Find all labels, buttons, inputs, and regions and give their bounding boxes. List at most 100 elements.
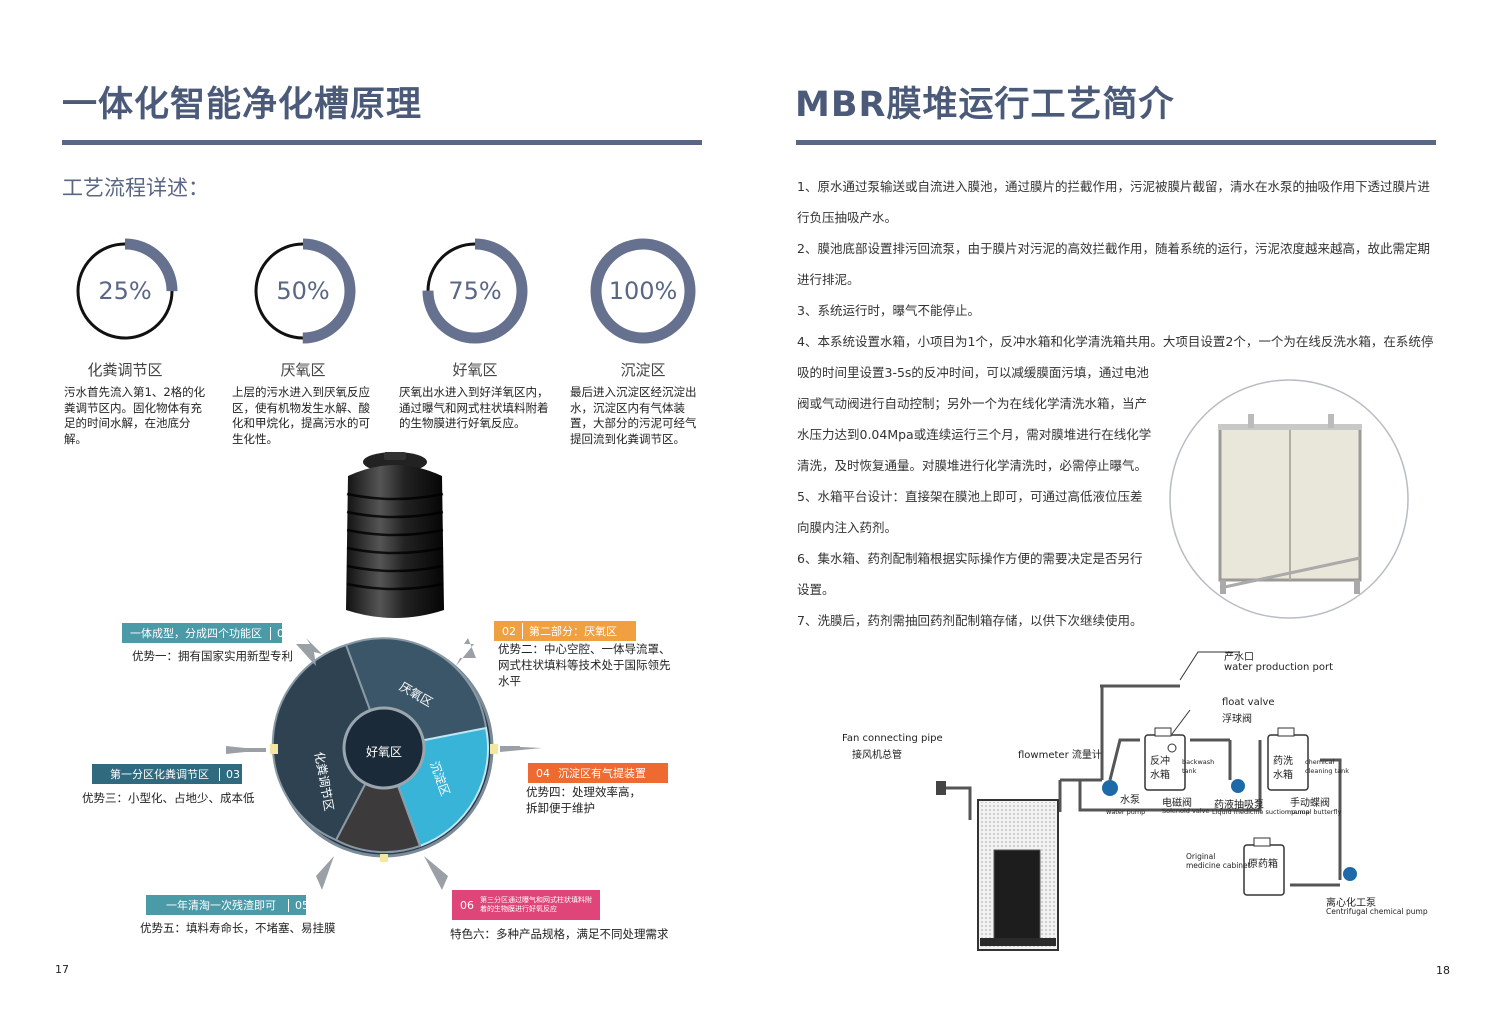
stage-1: 25% xyxy=(70,236,180,350)
feature-desc: 优势五：填料寿命长，不堵塞、易挂膜 xyxy=(140,921,336,935)
feature-tag-text: 第二部分：厌氧区 xyxy=(522,623,617,639)
label-suction-pump-cn: 药液抽吸泵 xyxy=(1214,800,1264,811)
left-page-title: 一体化智能净化槽原理 xyxy=(62,85,423,125)
paragraph-line: 行负压抽吸产水。 xyxy=(797,210,898,225)
feature-desc: 优势一：拥有国家实用新型专利 xyxy=(132,649,293,663)
label-chem-en2: cleaning tank xyxy=(1305,767,1350,775)
feature-tag-06: 06 第三分区通过曝气和网式柱状填料附着的生物膜进行好氧反应 xyxy=(452,890,600,920)
feature-tag-03: 第一分区化粪调节区 03 xyxy=(92,764,242,784)
zone-center-label: 好氧区 xyxy=(366,745,402,759)
ring-progress-arc xyxy=(72,238,178,344)
label-backwash-en2: tank xyxy=(1182,767,1197,775)
arrow-left xyxy=(236,748,266,752)
stage-label: 厌氧区 xyxy=(280,361,326,379)
paragraph-line: 3、系统运行时，曝气不能停止。 xyxy=(797,303,980,318)
medicine-cabinet xyxy=(1243,844,1285,896)
paragraph-line: 吸的时间里设置3-5s的反冲时间，可以减缓膜面污填，通过电池 xyxy=(797,365,1149,380)
mbr-process-diagram xyxy=(936,651,1357,951)
paragraph-line: 进行排泥。 xyxy=(797,272,860,287)
mbr-cabinet-photo xyxy=(1169,379,1409,619)
stage-4: 100% xyxy=(588,236,698,350)
right-page-title: MBR膜堆运行工艺简介 xyxy=(795,85,1175,125)
mbr-description: 1、原水通过泵输送或自流进入膜池，通过膜片的拦截作用，污泥被膜片截留，清水在水泵… xyxy=(797,171,1433,636)
label-fan-pipe-cn: 接风机总管 xyxy=(852,750,902,761)
feature-tag-04: 04 沉淀区有气提装置 xyxy=(528,763,668,783)
label-backwash-en1: backwash xyxy=(1182,758,1215,766)
label-centrifugal-en: Centrifugal chemical pump xyxy=(1326,907,1428,916)
label-float-valve-en: float valve xyxy=(1222,697,1275,708)
right-title-rule xyxy=(796,140,1436,145)
label-centrifugal-cn: 离心化工泵 xyxy=(1326,898,1376,909)
tank-zone-diagram: 好氧区 厌氧区 沉淀区 化粪调节区 xyxy=(226,637,542,890)
paragraph-line: 6、集水箱、药剂配制箱根据实际操作方便的需要决定是否另行 xyxy=(797,551,1143,566)
ring-progress-arc xyxy=(590,238,696,344)
paragraph-line: 设置。 xyxy=(797,582,835,597)
feature-tag-text: 第一分区化粪调节区 xyxy=(110,768,209,781)
page-number-right: 18 xyxy=(1436,964,1450,977)
label-water-pump-cn: 水泵 xyxy=(1120,795,1140,806)
stage-description: 最后进入沉淀区经沉淀出水，沉淀区内有气体装置，大部分的污泥可经气提回流到化粪调节… xyxy=(570,385,697,446)
label-backwash-cn2: 水箱 xyxy=(1150,770,1170,781)
progress-ring-25: 25% xyxy=(72,238,178,344)
feature-tag-02: 02 第二部分：厌氧区 xyxy=(494,621,636,641)
paragraph-line: 4、本系统设置水箱，小项目为1个，反冲水箱和化学清洗箱共用。大项目设置2个，一个… xyxy=(797,334,1434,349)
feature-tag-text: 一体成型，分成四个功能区 xyxy=(130,627,262,640)
ring-progress-arc xyxy=(422,238,528,344)
paragraph-line: 7、洗膜后，药剂需抽回药剂配制箱存储，以供下次继续使用。 xyxy=(797,613,1143,628)
tank-product-image xyxy=(346,452,444,618)
progress-ring-50: 50% xyxy=(250,238,356,344)
label-fan-pipe-en: Fan connecting pipe xyxy=(842,733,943,744)
feature-number: 02 xyxy=(502,624,516,638)
ring-percent-text: 100% xyxy=(609,277,678,305)
label-butterfly-cn: 手动蝶阀 xyxy=(1290,798,1330,809)
label-flowmeter: flowmeter 流量计 xyxy=(1018,746,1102,761)
label-chem-cn2: 水箱 xyxy=(1273,770,1293,781)
label-float-valve-cn: 浮球阀 xyxy=(1222,714,1252,725)
paragraph-line: 2、膜池底部设置排污回流泵，由于膜片对污泥的高效拦截作用，随着系统的运行，污泥浓… xyxy=(797,241,1430,256)
feature-number: 04 xyxy=(536,766,550,780)
ring-percent-text: 75% xyxy=(448,277,501,305)
paragraph-line: 水压力达到0.04Mpa或连续运行三个月，需对膜堆进行在线化学 xyxy=(797,427,1152,442)
label-water-pump-en: water pump xyxy=(1106,808,1146,816)
label-cabinet-en1: Original xyxy=(1186,852,1216,861)
arrow-right xyxy=(500,746,520,750)
paragraph-line: 向膜内注入药剂。 xyxy=(797,520,898,535)
paragraph-line: 1、原水通过泵输送或自流进入膜池，通过膜片的拦截作用，污泥被膜片截留，清水在水泵… xyxy=(797,179,1430,194)
paragraph-line: 5、水箱平台设计：直接架在膜池上即可，可通过高低液位压差 xyxy=(797,489,1143,504)
feature-number: 03 xyxy=(219,767,240,781)
feature-number: 01 xyxy=(270,626,291,640)
stage-2: 50% xyxy=(248,236,358,350)
ring-progress-arc xyxy=(250,238,356,344)
feature-tag-text: 沉淀区有气提装置 xyxy=(558,767,646,780)
feature-desc: 特色六：多种产品规格，满足不同处理需求 xyxy=(450,927,669,941)
process-subtitle: 工艺流程详述： xyxy=(62,176,209,200)
feature-tag-text: 第三分区通过曝气和网式柱状填料附着的生物膜进行好氧反应 xyxy=(480,896,592,913)
paragraph-line: 清洗，及时恢复通量。对膜堆进行化学清洗时，必需停止曝气。 xyxy=(797,458,1148,473)
stage-3: 75% xyxy=(420,236,530,350)
stage-description: 污水首先流入第1、2格的化粪调节区内。固化物体有充足的时间水解，在池底分解。 xyxy=(64,385,206,446)
label-flowmeter-cn: 流量计 xyxy=(1071,750,1102,761)
feature-tag-05: 一年清淘一次残渣即可 05 xyxy=(146,895,309,915)
paragraph-line: 阀或气动阀进行自动控制；另外一个为在线化学清洗水箱，当产 xyxy=(797,396,1148,411)
label-chem-cn1: 药洗 xyxy=(1273,756,1293,767)
label-solenoid-cn: 电磁阀 xyxy=(1162,798,1192,809)
feature-tag-01: 一体成型，分成四个功能区 01 xyxy=(122,623,291,643)
ring-percent-text: 50% xyxy=(276,277,329,305)
feature-tag-text: 一年清淘一次残渣即可 xyxy=(166,899,276,912)
label-cabinet-en2: medicine cabinet xyxy=(1186,861,1251,870)
feature-number: 05 xyxy=(288,898,309,912)
ring-percent-text: 25% xyxy=(98,277,151,305)
label-cabinet-cn: 原药箱 xyxy=(1248,859,1278,870)
feature-desc: 优势三：小型化、占地少、成本低 xyxy=(82,791,255,805)
stage-label: 沉淀区 xyxy=(620,361,666,379)
progress-ring-100: 100% xyxy=(590,238,696,344)
label-butterfly-en: manual butterfly xyxy=(1287,808,1342,816)
left-title-rule xyxy=(62,140,702,145)
feature-desc: 优势二：中心空腔、一体导流罩、网式柱状填料等技术处于国际领先水平 xyxy=(498,642,671,688)
label-flowmeter-en: flowmeter xyxy=(1018,750,1069,761)
label-solenoid-en: Solenoid valve xyxy=(1162,807,1210,815)
stage-description: 上层的污水进入到厌氧反应区，使有机物发生水解、酸化和甲烷化，提高污水的可生化性。 xyxy=(232,385,370,446)
stage-label: 化粪调节区 xyxy=(87,361,163,379)
stage-description: 厌氧出水进入到好洋氧区内，通过曝气和网式柱状填料附着的生物膜进行好氧反应。 xyxy=(399,385,549,430)
label-backwash-cn1: 反冲 xyxy=(1150,756,1170,767)
